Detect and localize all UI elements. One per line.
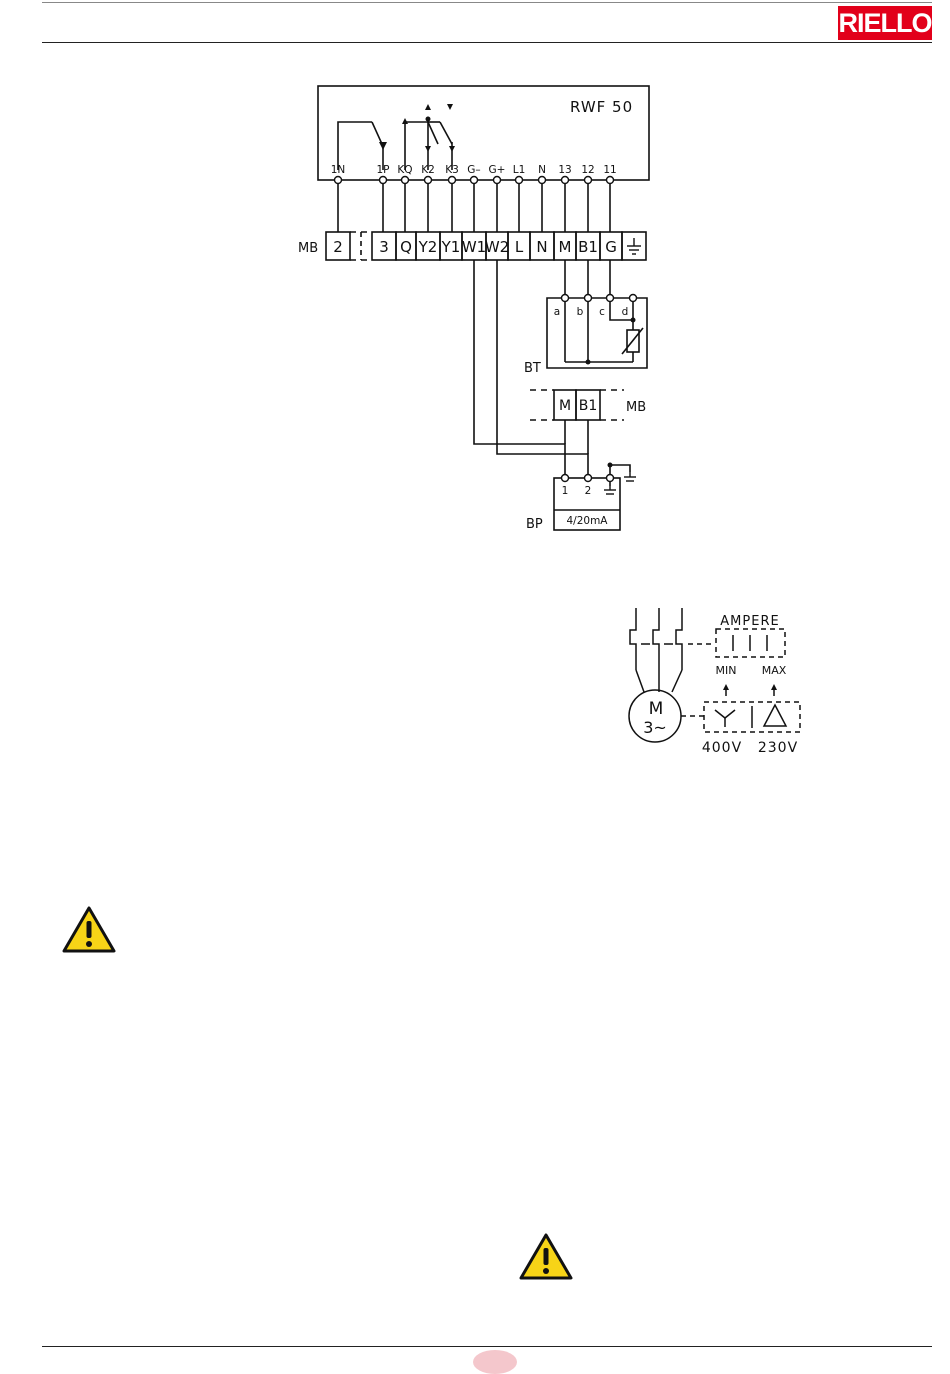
mb-terminal: B1 (578, 238, 598, 256)
motor-phase: 3~ (643, 718, 667, 737)
mb-terminal: Q (400, 238, 412, 256)
terminal-1n: 1N (331, 164, 346, 176)
motor-symbol: M (649, 699, 664, 719)
mb2-label: MB (626, 400, 646, 415)
terminal-g-plus: G+ (489, 164, 506, 176)
mb-terminal: G (605, 238, 617, 256)
mb-terminal: N (536, 238, 547, 256)
terminal-13: 13 (558, 164, 571, 176)
motor-connection-diagram: AMPERE MIN MAX M 3~ 400V 230V (600, 600, 820, 770)
mb2-terminal: M (559, 398, 571, 414)
mb-terminal: Y1 (441, 238, 461, 256)
terminal-kq: KQ (397, 164, 412, 176)
max-label: MAX (762, 664, 787, 677)
footer-rule (42, 1346, 932, 1347)
controller-label: RWF 50 (570, 98, 633, 116)
mb-terminal: Y2 (418, 238, 438, 256)
min-label: MIN (716, 664, 737, 677)
mb-terminal: 2 (333, 238, 343, 256)
bp-terminal: 2 (585, 485, 592, 497)
ampere-label: AMPERE (720, 614, 779, 629)
terminal-k2: K2 (421, 164, 435, 176)
warning-triangle-icon (61, 905, 117, 955)
wiring-diagram: RWF 50 1N 1P KQ K2 K3 G– G+ L1 N 13 12 1… (0, 0, 950, 560)
terminal-12: 12 (581, 164, 594, 176)
warning-triangle-icon (518, 1232, 574, 1282)
mb-terminal: M (559, 238, 572, 256)
page-number-badge (473, 1350, 517, 1374)
terminal-k3: K3 (445, 164, 459, 176)
bp-terminal: 1 (562, 485, 569, 497)
terminal-g-minus: G– (467, 164, 480, 176)
bp-label: BP (526, 517, 543, 532)
bt-terminal: d (622, 306, 629, 318)
terminal-l1: L1 (513, 164, 526, 176)
bt-label: BT (524, 361, 541, 376)
mb-terminal: W2 (485, 238, 509, 256)
terminal-1p: 1P (376, 164, 389, 176)
voltage-star: 400V (702, 740, 742, 756)
voltage-delta: 230V (758, 740, 798, 756)
terminal-n: N (538, 164, 546, 176)
mb-label: MB (298, 241, 318, 256)
terminal-11: 11 (603, 164, 616, 176)
mb-terminal: W1 (462, 238, 486, 256)
bt-terminal: b (577, 306, 584, 318)
mb-terminal: 3 (379, 238, 389, 256)
bp-signal: 4/20mA (567, 515, 609, 527)
mb2-terminal: B1 (579, 398, 598, 414)
mb-terminal: L (515, 238, 524, 256)
bt-terminal: a (554, 306, 560, 318)
bt-terminal: c (599, 306, 605, 318)
